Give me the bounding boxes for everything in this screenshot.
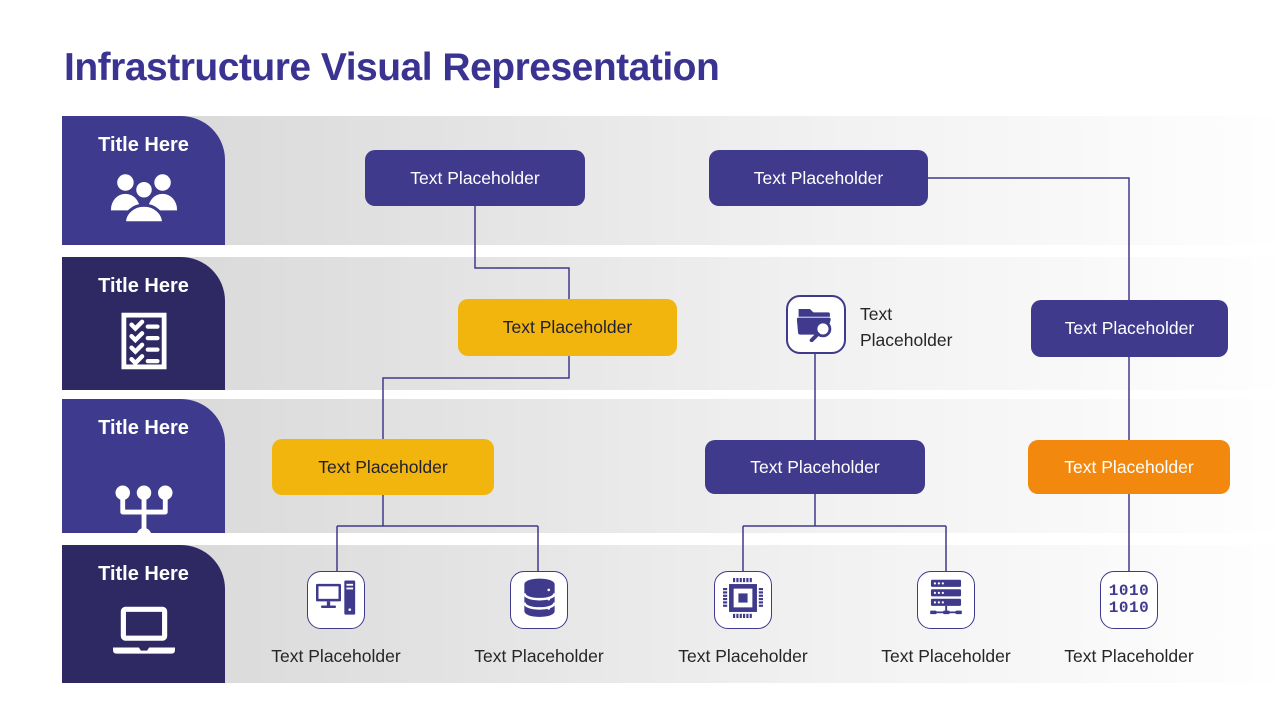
sidebar-row-2: Title Here bbox=[62, 257, 225, 390]
sidebar-row-1-label: Title Here bbox=[98, 134, 189, 156]
folder-tile-caption: Text Placeholder bbox=[860, 301, 952, 353]
desktop-computer-label: Text Placeholder bbox=[271, 646, 401, 666]
desktop-computer-icon bbox=[316, 578, 356, 623]
binary-line-1: 1010 bbox=[1108, 582, 1150, 600]
database-icon bbox=[521, 577, 558, 623]
cpu-chip-label: Text Placeholder bbox=[678, 646, 808, 666]
sidebar-row-3: Title Here bbox=[62, 399, 225, 543]
binary-code-icon: 1010 1010 bbox=[1109, 583, 1149, 617]
row1-text-placeholder-left: Text Placeholder bbox=[365, 150, 585, 206]
desktop-computer-tile bbox=[307, 571, 365, 629]
users-icon bbox=[110, 171, 177, 230]
row3-text-placeholder-orange: Text Placeholder bbox=[1028, 440, 1230, 494]
binary-code-label: Text Placeholder bbox=[1064, 646, 1194, 666]
page-title: Infrastructure Visual Representation bbox=[64, 46, 720, 89]
row-band-4 bbox=[62, 545, 1274, 683]
binary-code-tile: 1010 1010 bbox=[1100, 571, 1158, 629]
database-label: Text Placeholder bbox=[474, 646, 604, 666]
server-icon bbox=[927, 579, 965, 622]
sidebar-row-2-label: Title Here bbox=[98, 275, 189, 297]
row2-text-placeholder-yellow: Text Placeholder bbox=[458, 299, 677, 356]
folder-search-tile bbox=[786, 295, 846, 354]
binary-line-2: 1010 bbox=[1108, 599, 1150, 617]
database-tile bbox=[510, 571, 568, 629]
cpu-chip-icon bbox=[723, 577, 763, 623]
checklist-icon bbox=[120, 312, 167, 375]
row3-text-placeholder-yellow: Text Placeholder bbox=[272, 439, 494, 495]
server-label: Text Placeholder bbox=[881, 646, 1011, 666]
sidebar-row-4: Title Here bbox=[62, 545, 225, 683]
folder-search-icon bbox=[796, 302, 836, 347]
row3-text-placeholder-purple: Text Placeholder bbox=[705, 440, 925, 494]
row1-text-placeholder-right: Text Placeholder bbox=[709, 150, 928, 206]
laptop-icon bbox=[111, 606, 177, 663]
hierarchy-icon bbox=[114, 484, 173, 549]
folder-caption-line2: Placeholder bbox=[860, 330, 953, 350]
row2-text-placeholder-purple: Text Placeholder bbox=[1031, 300, 1228, 357]
row-band-1 bbox=[62, 116, 1274, 245]
cpu-chip-tile bbox=[714, 571, 772, 629]
sidebar-row-1: Title Here bbox=[62, 116, 225, 245]
folder-caption-line1: Text bbox=[860, 304, 893, 324]
server-tile bbox=[917, 571, 975, 629]
sidebar-row-3-label: Title Here bbox=[98, 417, 189, 439]
sidebar-row-4-label: Title Here bbox=[98, 563, 189, 585]
